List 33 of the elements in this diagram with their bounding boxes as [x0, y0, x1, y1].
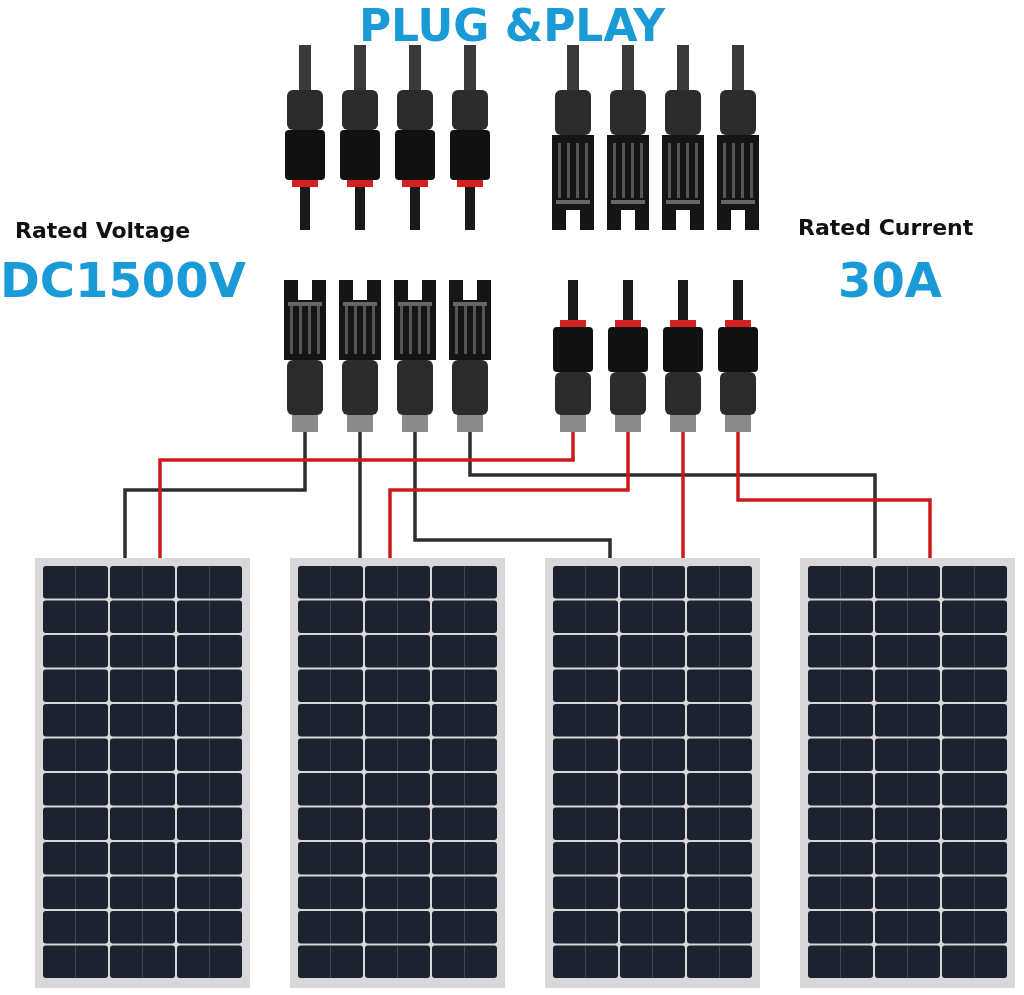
cable-connector-drawing	[337, 45, 383, 230]
cable-wire	[123, 432, 307, 558]
spec-label: Rated Current	[798, 215, 974, 240]
solar-panel-drawing	[35, 558, 250, 988]
cable-connector-drawing	[447, 280, 493, 432]
cable-connector-drawing	[715, 45, 761, 230]
cable-connector-drawing	[605, 280, 651, 432]
cable-connector-drawing	[550, 45, 596, 230]
cable-connector-drawing	[447, 45, 493, 230]
cable-connector-drawing	[392, 280, 438, 432]
spec-value: 30A	[838, 252, 942, 308]
cable-connector-drawing	[337, 280, 383, 432]
cable-connector-drawing	[282, 280, 328, 432]
cable-connector-drawing	[660, 45, 706, 230]
solar-panel-drawing	[545, 558, 760, 988]
cable-wire	[358, 432, 362, 558]
spec-label: Rated Voltage	[15, 218, 191, 243]
cable-connector-drawing	[605, 45, 651, 230]
solar-panel-drawing	[290, 558, 505, 988]
cable-connector-drawing	[715, 280, 761, 432]
cable-wire	[468, 432, 877, 558]
cable-wire	[413, 432, 612, 558]
title: PLUG &PLAY	[357, 0, 667, 51]
cable-wire	[388, 432, 630, 558]
cable-wire	[158, 432, 575, 558]
spec-value: DC1500V	[0, 252, 246, 308]
cable-connector-drawing	[392, 45, 438, 230]
cable-connector-drawing	[550, 280, 596, 432]
cable-connector-drawing	[660, 280, 706, 432]
cable-wire	[736, 432, 932, 558]
cable-connector-drawing	[282, 45, 328, 230]
solar-panel-drawing	[800, 558, 1015, 988]
cable-wire	[681, 432, 685, 558]
